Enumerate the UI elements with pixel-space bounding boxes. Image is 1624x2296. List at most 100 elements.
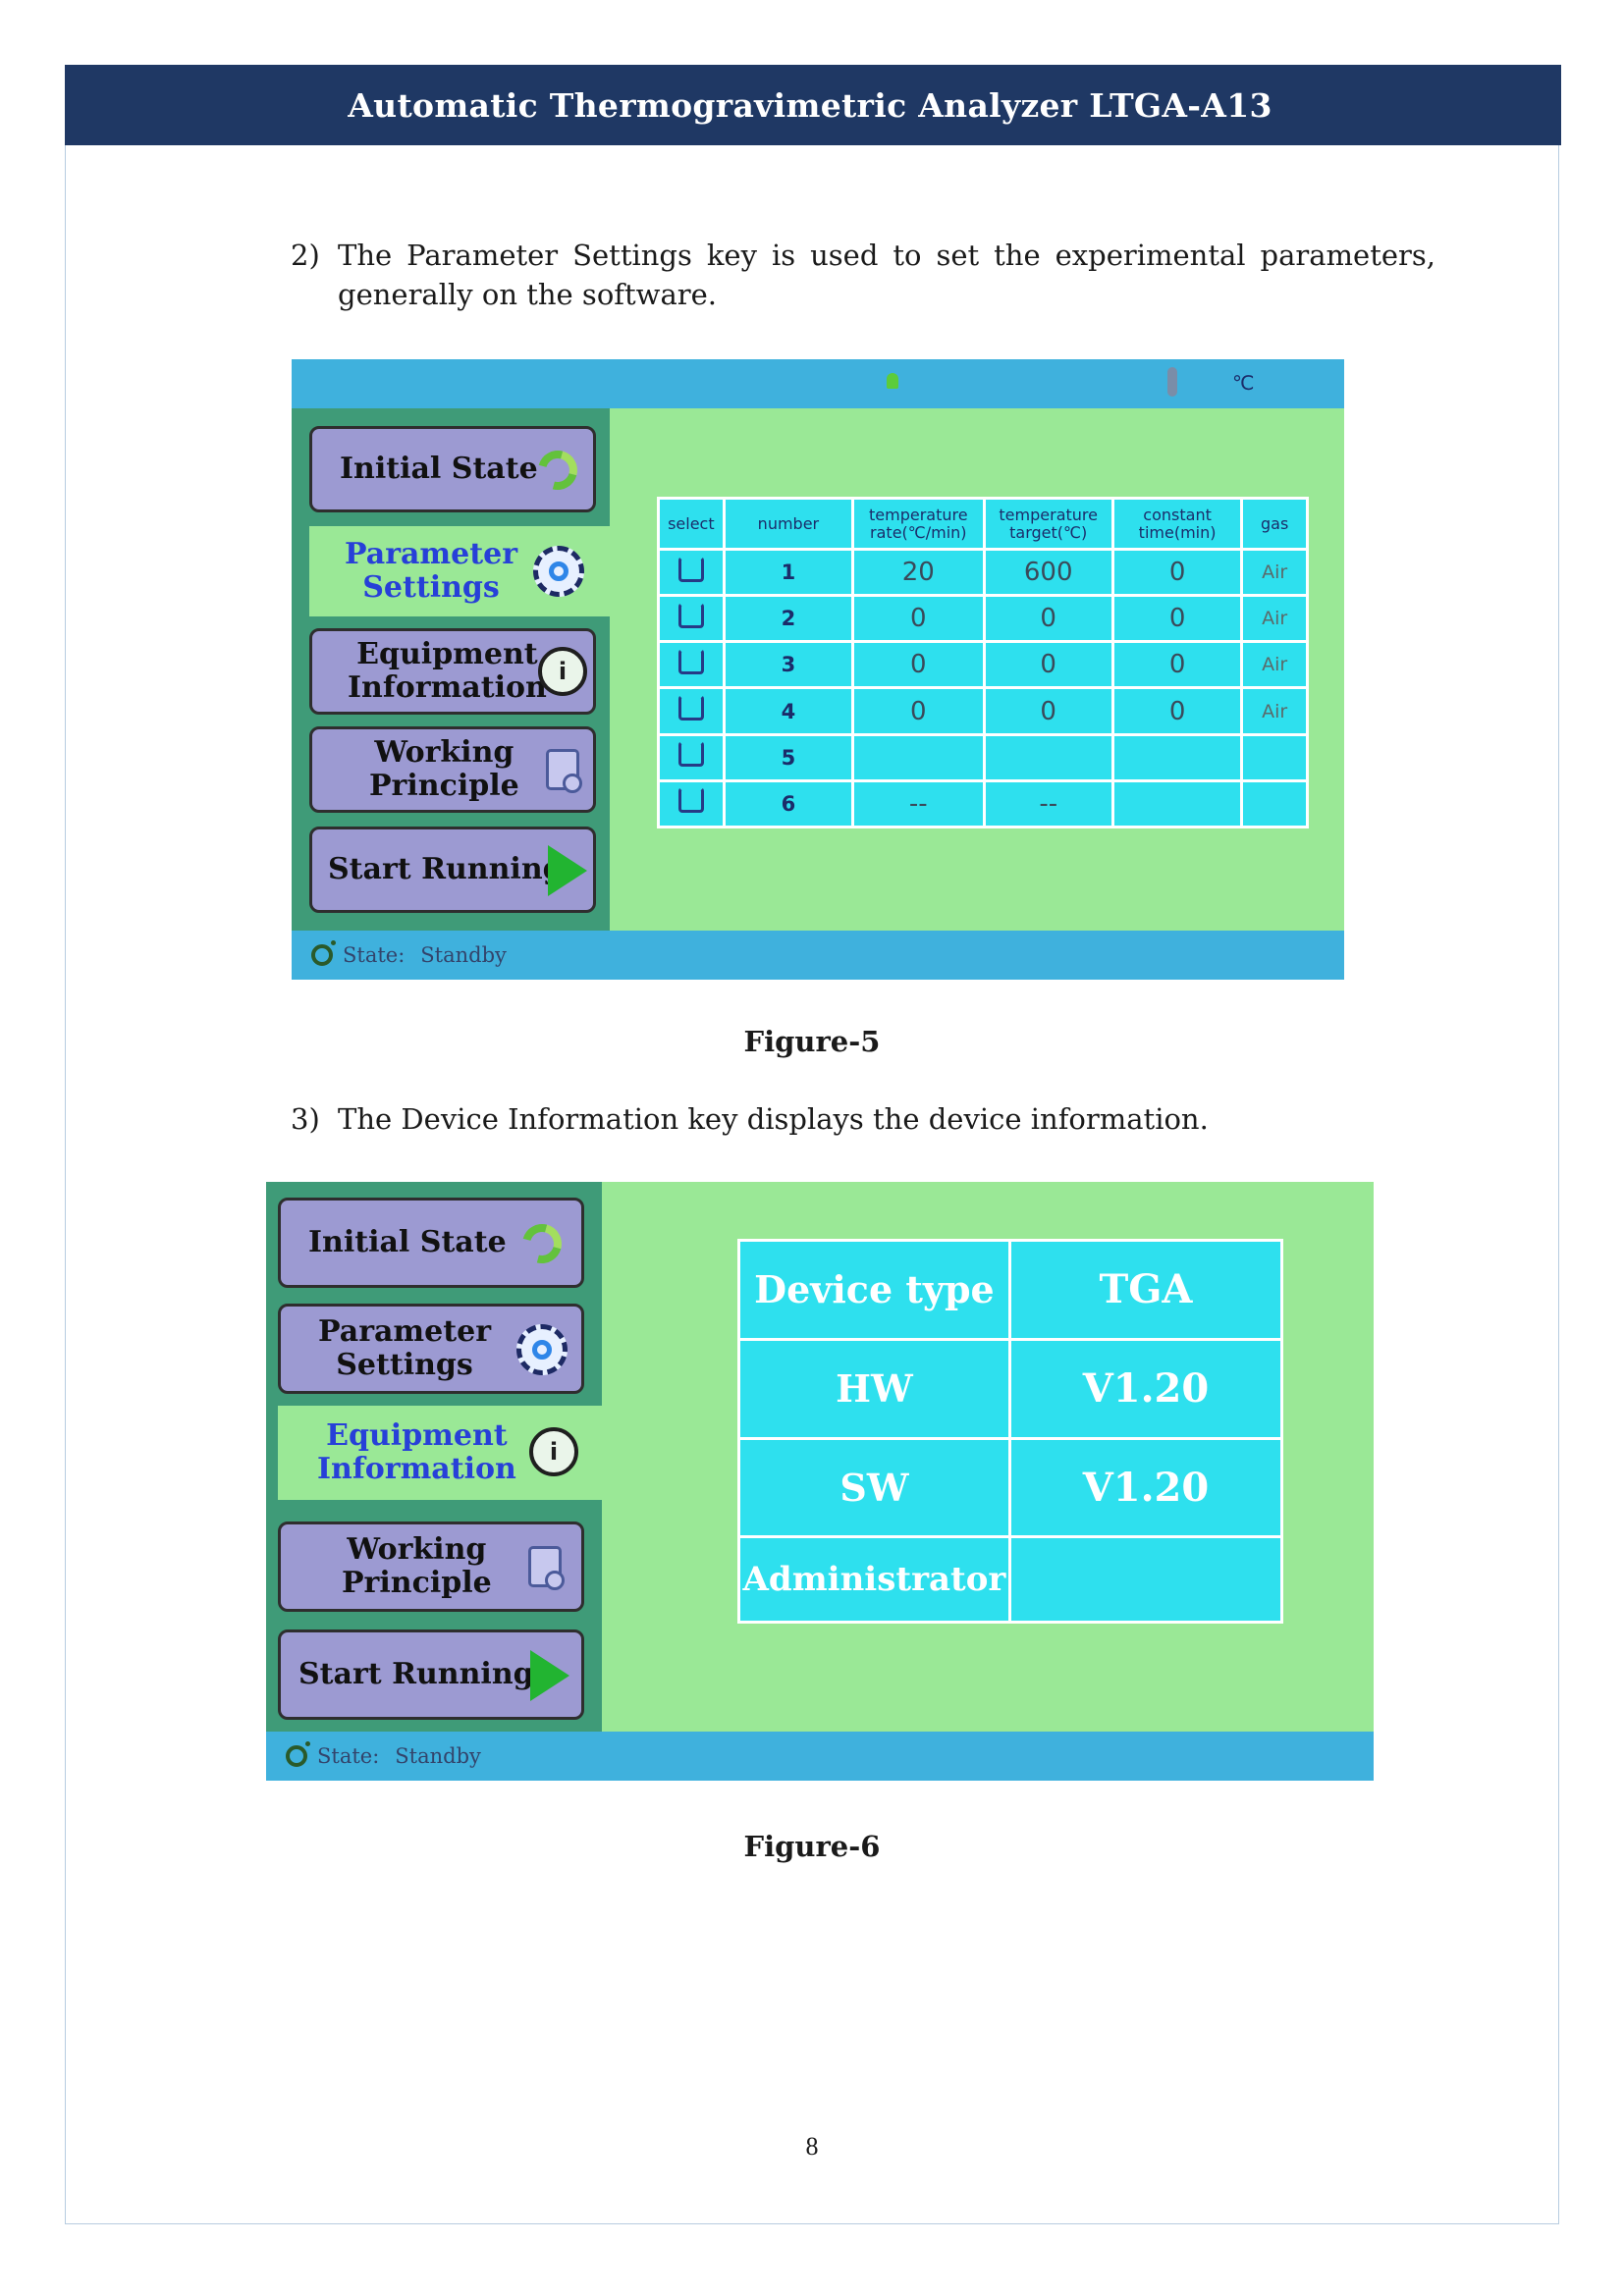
start-running-button[interactable]: Start Running [309, 827, 596, 913]
page-number: 8 [805, 2132, 819, 2161]
target-cell[interactable]: 0 [982, 686, 1114, 736]
thermometer-icon [1167, 367, 1177, 397]
time-cell[interactable]: 0 [1110, 594, 1244, 644]
figure-6-caption: Figure-6 [743, 1830, 881, 1863]
start-running-button[interactable]: Start Running [278, 1629, 584, 1720]
signal-icon [887, 373, 898, 389]
gas-cell[interactable]: Air [1240, 686, 1309, 736]
info-key: HW [737, 1337, 1011, 1440]
target-cell[interactable]: 600 [982, 547, 1114, 598]
target-cell[interactable]: 0 [982, 594, 1114, 644]
screen-top-bar: ℃ [292, 359, 1344, 408]
gas-cell[interactable]: Air [1240, 640, 1309, 690]
equipment-information-button[interactable]: Equipment Information i [309, 628, 596, 715]
rate-cell[interactable]: 0 [851, 640, 986, 690]
gas-cell[interactable]: Air [1240, 547, 1309, 598]
col-header-select: select [657, 497, 726, 551]
initial-state-label: Initial State [340, 452, 538, 486]
status-icon [311, 940, 336, 966]
status-label: State: [343, 943, 406, 967]
table-header-row: select number temperature rate(℃/min) te… [657, 497, 1309, 551]
row-number: 4 [722, 686, 855, 736]
working-principle-button[interactable]: Working Principle [278, 1522, 584, 1612]
info-row: SW V1.20 [737, 1436, 1284, 1539]
working-principle-button[interactable]: Working Principle [309, 726, 596, 813]
refresh-icon [530, 443, 585, 498]
col-header-rate: temperature rate(℃/min) [851, 497, 986, 551]
status-icon [286, 1741, 310, 1767]
temperature-unit: ℃ [1232, 371, 1255, 395]
initial-state-button[interactable]: Initial State [278, 1198, 584, 1288]
rate-cell[interactable]: 0 [851, 594, 986, 644]
target-cell[interactable] [982, 732, 1114, 782]
time-cell[interactable]: 0 [1110, 640, 1244, 690]
info-icon: i [538, 647, 587, 696]
working-principle-label: Working Principle [342, 1532, 492, 1600]
figure-5-caption: Figure-5 [743, 1025, 881, 1058]
row-number: 2 [722, 594, 855, 644]
initial-state-label: Initial State [308, 1225, 507, 1259]
status-label: State: [317, 1744, 380, 1768]
info-key: Device type [737, 1239, 1011, 1341]
status-value: Standby [395, 1744, 481, 1768]
equipment-information-label: Equipment Information [348, 637, 547, 705]
device-information-screen: Initial State Parameter Settings Equipme… [266, 1182, 1374, 1781]
parameter-settings-button[interactable]: Parameter Settings [278, 1304, 584, 1394]
table-row: 6 -- -- [657, 778, 1309, 829]
select-checkbox[interactable] [657, 547, 726, 598]
status-bar: State: Standby [266, 1732, 1374, 1781]
gas-cell[interactable] [1240, 732, 1309, 782]
time-cell[interactable] [1110, 732, 1244, 782]
time-cell[interactable]: 0 [1110, 547, 1244, 598]
select-checkbox[interactable] [657, 732, 726, 782]
equipment-information-label: Equipment Information [317, 1418, 516, 1486]
item-text: The Device Information key displays the … [338, 1102, 1209, 1136]
table-row: 4 0 0 0 Air [657, 686, 1309, 736]
select-checkbox[interactable] [657, 778, 726, 829]
time-cell[interactable]: 0 [1110, 686, 1244, 736]
equipment-information-button-active[interactable]: Equipment Information i [278, 1406, 602, 1500]
table-row: 3 0 0 0 Air [657, 640, 1309, 690]
parameter-settings-button-active[interactable]: Parameter Settings [309, 526, 610, 616]
start-running-label: Start Running [298, 1657, 534, 1691]
select-checkbox[interactable] [657, 594, 726, 644]
item-number: 2) [291, 239, 320, 272]
info-row: Device type TGA [737, 1239, 1284, 1341]
info-value: V1.20 [1007, 1436, 1284, 1539]
initial-state-button[interactable]: Initial State [309, 426, 596, 512]
info-value: TGA [1007, 1239, 1284, 1341]
item-number: 3) [291, 1102, 320, 1136]
document-title: Automatic Thermogravimetric Analyzer LTG… [348, 85, 1272, 125]
rate-cell[interactable] [851, 732, 986, 782]
col-header-time: constant time(min) [1110, 497, 1244, 551]
table-row: 2 0 0 0 Air [657, 594, 1309, 644]
info-key: Administrator [737, 1535, 1011, 1624]
table-row: 1 20 600 0 Air [657, 547, 1309, 598]
col-header-target: temperature target(℃) [982, 497, 1114, 551]
gas-cell[interactable]: Air [1240, 594, 1309, 644]
document-icon [528, 1546, 565, 1590]
sidebar: Initial State Parameter Settings Equipme… [292, 408, 610, 931]
info-key: SW [737, 1436, 1011, 1539]
row-number: 1 [722, 547, 855, 598]
device-info-table: Device type TGA HW V1.20 SW V1.20 Admini… [737, 1239, 1284, 1624]
col-header-number: number [722, 497, 855, 551]
parameter-settings-label: Parameter Settings [345, 537, 518, 605]
info-value: V1.20 [1007, 1337, 1284, 1440]
gear-icon [516, 1324, 568, 1375]
select-checkbox[interactable] [657, 686, 726, 736]
gas-cell[interactable] [1240, 778, 1309, 829]
info-row: Administrator [737, 1535, 1284, 1624]
select-checkbox[interactable] [657, 640, 726, 690]
parameter-table: select number temperature rate(℃/min) te… [657, 497, 1309, 829]
rate-cell[interactable]: -- [851, 778, 986, 829]
working-principle-label: Working Principle [369, 735, 519, 803]
refresh-icon [514, 1216, 569, 1271]
rate-cell[interactable]: 20 [851, 547, 986, 598]
target-cell[interactable]: 0 [982, 640, 1114, 690]
rate-cell[interactable]: 0 [851, 686, 986, 736]
play-icon [548, 845, 587, 896]
time-cell[interactable] [1110, 778, 1244, 829]
target-cell[interactable]: -- [982, 778, 1114, 829]
gear-icon [533, 546, 584, 597]
